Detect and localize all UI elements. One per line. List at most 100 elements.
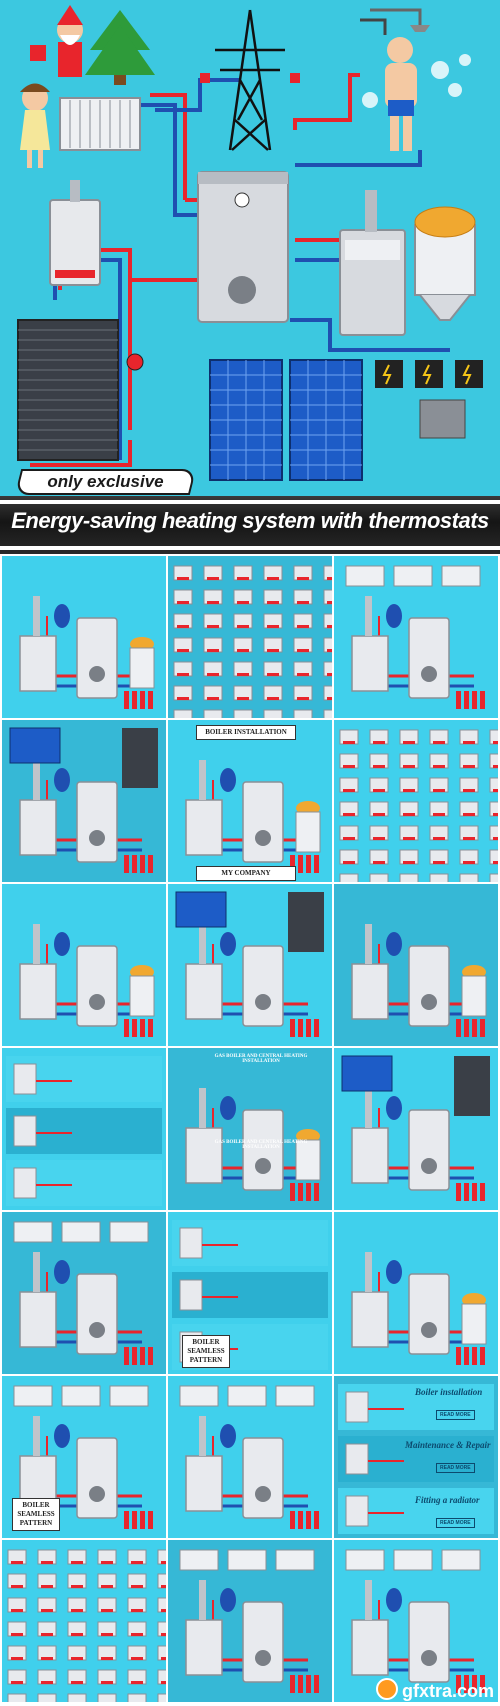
manifold-bar	[140, 691, 145, 709]
manifold-bar	[306, 855, 311, 873]
pattern-pipe	[343, 765, 355, 768]
radiator-unit	[393, 565, 433, 587]
thumbnail-illustration	[7, 1549, 166, 1702]
manifold-bar	[480, 691, 485, 709]
pattern-pipe	[177, 625, 189, 628]
water-tank	[76, 1437, 118, 1519]
pattern-pipe	[373, 861, 385, 864]
boiler-unit	[19, 1291, 57, 1348]
thumbnail-9[interactable]	[334, 884, 498, 1046]
thumbnail-20[interactable]	[168, 1540, 332, 1702]
manifold-bar	[140, 855, 145, 873]
pattern-pipe	[433, 789, 445, 792]
manifold-bar	[124, 855, 129, 873]
radiator-unit	[179, 1385, 219, 1407]
thumbnail-5[interactable]	[168, 720, 332, 882]
pattern-boiler	[157, 1621, 166, 1637]
thumbnail-18[interactable]	[334, 1376, 498, 1538]
pattern-pipe	[463, 861, 475, 864]
service-boiler	[13, 1063, 37, 1095]
pattern-pipe	[131, 1633, 143, 1636]
boiler-unit	[19, 799, 57, 856]
service-title-2: Maintenance & Repair	[405, 1440, 491, 1450]
manifold-bar	[472, 1183, 477, 1201]
thumbnail-1[interactable]	[2, 556, 166, 718]
pattern-boiler	[157, 1573, 166, 1589]
pattern-pipe	[237, 649, 249, 652]
flue	[33, 596, 40, 636]
thumbnail-7[interactable]	[2, 884, 166, 1046]
manifold-bar	[456, 1675, 461, 1693]
pattern-pipe	[131, 1681, 143, 1684]
read-more-button-2[interactable]: READ MORE	[436, 1463, 475, 1473]
pattern-boiler	[339, 873, 359, 882]
manifold-bar	[306, 1183, 311, 1201]
thumbnail-10[interactable]	[2, 1048, 166, 1210]
thumbnail-4[interactable]	[2, 720, 166, 882]
manifold-bar	[124, 1511, 129, 1529]
pattern-pipe	[237, 601, 249, 604]
pattern-boiler	[37, 1693, 57, 1702]
thumbnail-8[interactable]	[168, 884, 332, 1046]
pattern-pipe	[373, 765, 385, 768]
boiler-unit	[185, 799, 223, 856]
expansion-vessel	[220, 932, 236, 956]
expansion-vessel	[54, 768, 70, 792]
water-tank	[242, 1601, 284, 1683]
pattern-pipe	[267, 625, 279, 628]
flue	[199, 1580, 206, 1620]
read-more-button-3[interactable]: READ MORE	[436, 1518, 475, 1528]
thumbnail-12[interactable]	[334, 1048, 498, 1210]
thumbnail-21[interactable]	[334, 1540, 498, 1702]
thumbnail-13[interactable]	[2, 1212, 166, 1374]
thumbnail-3[interactable]	[334, 556, 498, 718]
boiler-unit	[351, 963, 389, 1020]
manifold-bar	[314, 1019, 319, 1037]
girl	[20, 83, 50, 168]
thumbnail-17[interactable]	[168, 1376, 332, 1538]
boiler-unit	[351, 1619, 389, 1676]
thumbnail-illustration	[173, 565, 332, 718]
radiator-unit	[441, 565, 481, 587]
pattern-boiler	[203, 709, 223, 718]
thumbnail-illustration	[338, 1384, 494, 1534]
tank-drum	[89, 994, 105, 1010]
service-boiler	[179, 1279, 203, 1311]
pattern-pipe	[327, 625, 332, 628]
manifold-bar	[290, 1675, 295, 1693]
pattern-boiler	[157, 1669, 166, 1685]
manifold-bar	[124, 1019, 129, 1037]
expansion-vessel	[386, 604, 402, 628]
pattern-pipe	[373, 789, 385, 792]
thumbnail-6[interactable]	[334, 720, 498, 882]
manifold-bar	[148, 855, 153, 873]
pattern-pipe	[131, 1585, 143, 1588]
thumbnail-illustration	[351, 924, 487, 1037]
manifold-bar	[456, 1347, 461, 1365]
thumbnail-19[interactable]	[2, 1540, 166, 1702]
thumbnail-illustration	[179, 1549, 319, 1693]
manifold-bar	[456, 1183, 461, 1201]
read-more-button-1[interactable]: READ MORE	[436, 1410, 475, 1420]
manifold-bar	[314, 1675, 319, 1693]
radiator-unit	[441, 1549, 481, 1571]
manifold-bar	[298, 1019, 303, 1037]
radiator-unit	[109, 1385, 149, 1407]
pattern-pipe	[267, 577, 279, 580]
gas-boiler-bottom-label: GAS BOILER AND CENTRAL HEATING INSTALLAT…	[214, 1140, 308, 1150]
boiler-unit	[351, 1291, 389, 1348]
manifold-bar	[306, 1511, 311, 1529]
pattern-pipe	[297, 673, 309, 676]
pattern-boiler	[233, 709, 253, 718]
thumbnail-2[interactable]	[168, 556, 332, 718]
pellet-hopper	[129, 647, 155, 689]
manifold-bar	[314, 1511, 319, 1529]
manifold-bar	[290, 1183, 295, 1201]
thumbnail-15[interactable]	[334, 1212, 498, 1374]
tank-drum	[89, 830, 105, 846]
thumbnail-illustration	[345, 565, 485, 709]
pattern-pipe	[297, 649, 309, 652]
solar-panel	[341, 1055, 393, 1092]
thumbnail-11[interactable]	[168, 1048, 332, 1210]
pattern-pipe	[101, 1609, 113, 1612]
